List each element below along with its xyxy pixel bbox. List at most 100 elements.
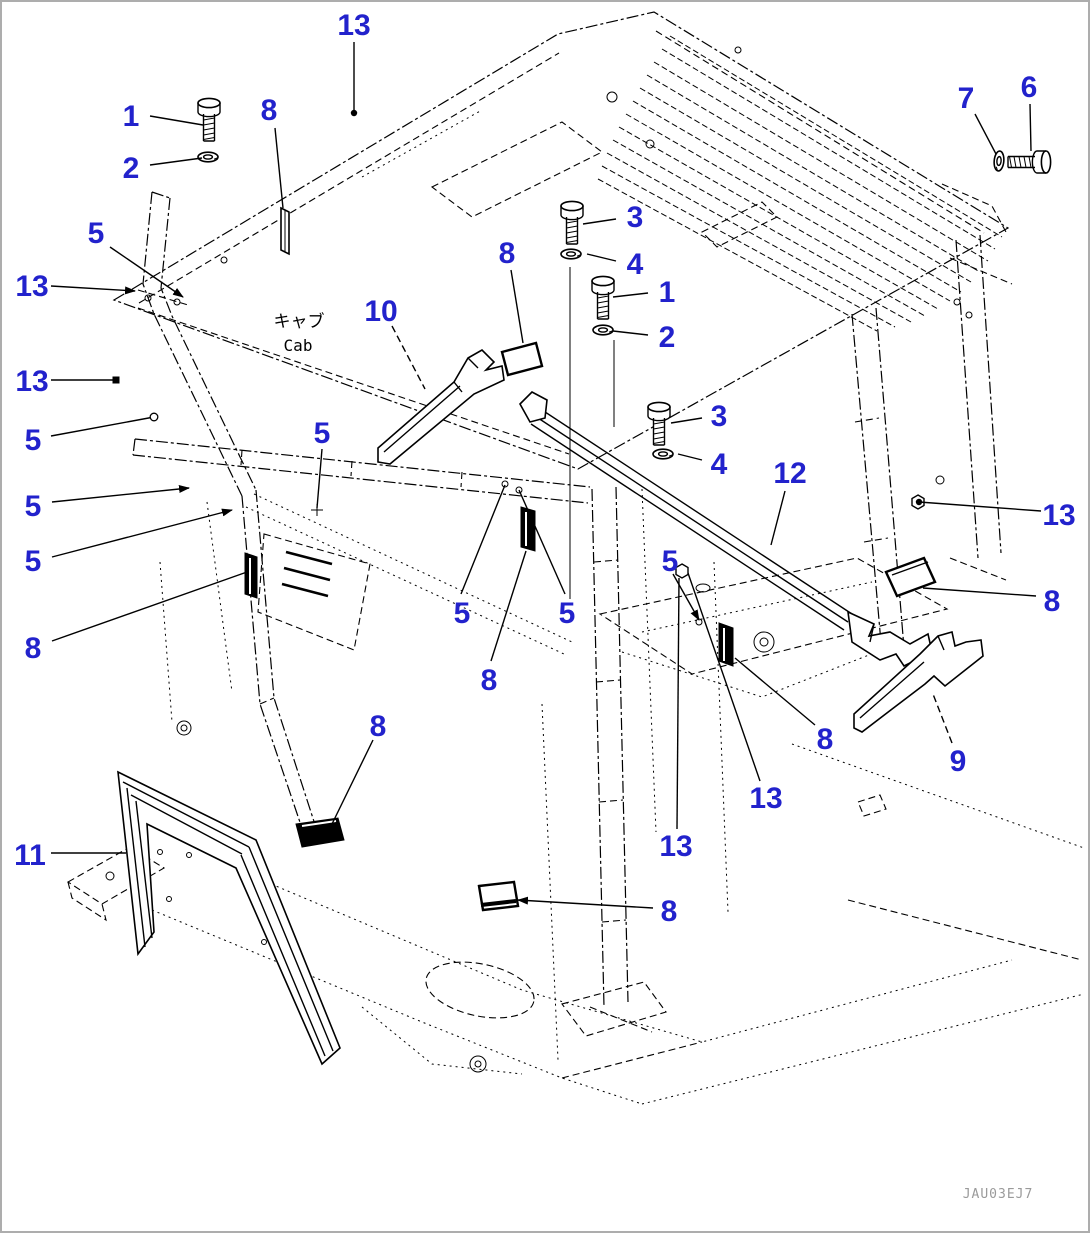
callout-5-label-26: 5 [454, 597, 471, 630]
callout-5-label-13: 5 [314, 417, 331, 450]
callout-8-leader-3 [274, 127, 284, 209]
callout-8-label-10: 8 [25, 632, 42, 665]
callout-4-label-20: 4 [711, 448, 728, 481]
callout-5-leader-7 [50, 412, 159, 437]
pad-bottom [477, 880, 520, 912]
callout-8-leader-10 [51, 571, 248, 642]
part-10-bracket [377, 349, 505, 465]
callout-8-label-35: 8 [370, 710, 387, 743]
callout-1-leader-1 [149, 115, 204, 126]
callout-8-leader-28 [490, 550, 527, 662]
callout-8-label-3: 8 [261, 94, 278, 127]
leader-lines [50, 42, 1042, 909]
callout-4-label-16: 4 [627, 248, 644, 281]
callout-10-label-12: 10 [364, 295, 397, 328]
bolt-item3-upper [560, 200, 584, 245]
callout-13-label-33: 13 [659, 830, 692, 863]
callout-8-label-14: 8 [499, 237, 516, 270]
pad-top-left [280, 206, 290, 256]
callout-9-leader-31 [932, 693, 953, 744]
callout-6-label-23: 6 [1021, 71, 1038, 104]
floor-frame [66, 743, 1085, 1105]
cab-title-en: Cab [284, 336, 313, 355]
callout-1-label-1: 1 [123, 100, 140, 133]
callout-8-label-28: 8 [481, 664, 498, 697]
cab-title-jp: キャブ [274, 311, 325, 332]
callout-5-label-8: 5 [25, 490, 42, 523]
callout-8-leader-25 [922, 587, 1037, 597]
pad-centre [520, 506, 536, 552]
callout-8-label-30: 8 [817, 723, 834, 756]
callout-2-leader-18 [612, 330, 649, 336]
callout-5-label-9: 5 [25, 545, 42, 578]
callout-11-label-11: 11 [14, 839, 46, 872]
pad-centre-right [718, 622, 734, 667]
callout-5-leader-29 [672, 573, 700, 621]
pad-upper-mid [500, 341, 544, 377]
callout-5-label-7: 5 [25, 424, 42, 457]
part-11-guard [117, 770, 341, 1066]
callout-5-leader-26 [460, 484, 506, 595]
callout-10-leader-12 [391, 325, 426, 390]
callout-5-label-4: 5 [88, 217, 105, 250]
callout-3-leader-15 [582, 218, 617, 225]
callout-5-leader-8 [51, 485, 190, 503]
callout-12-label-21: 12 [773, 457, 806, 490]
washer-item4-upper [560, 248, 582, 260]
callout-13-label-24: 13 [1042, 499, 1075, 532]
pad-lower-left [295, 817, 345, 848]
washer-item7 [992, 149, 1006, 173]
part-9-wedge [853, 630, 984, 733]
pad-right [884, 556, 937, 598]
callout-5-leader-4 [109, 246, 184, 298]
callout-8-label-25: 8 [1044, 585, 1061, 618]
callout-7-label-22: 7 [958, 82, 975, 115]
washer-item2-mid [592, 324, 614, 336]
bolt-item1-left [197, 97, 221, 142]
callout-3-label-15: 3 [627, 201, 644, 234]
callout-2-label-2: 2 [123, 152, 140, 185]
bolt-item6 [1007, 150, 1052, 174]
callout-4-leader-20 [677, 453, 703, 461]
callout-6-leader-23 [1029, 103, 1032, 152]
callout-13-leader-5 [50, 285, 136, 295]
bolt-item3-lower [647, 401, 671, 446]
callout-13-leader-32 [687, 572, 761, 782]
callout-13-label-0: 13 [337, 9, 370, 42]
callout-9-label-31: 9 [950, 745, 967, 778]
callout-4-leader-16 [586, 253, 617, 262]
callout-7-leader-22 [974, 113, 997, 155]
callout-13-leader-33 [676, 577, 680, 830]
part-12-strip [519, 391, 933, 668]
callout-8-leader-30 [734, 657, 816, 726]
callout-13-leader-24 [915, 498, 1042, 512]
drawing-code-watermark: JAU03EJ7 [963, 1187, 1034, 1202]
roof-panel [112, 11, 1013, 470]
callout-13-label-5: 13 [15, 270, 48, 303]
callout-13-label-6: 13 [15, 365, 48, 398]
callout-1-leader-17 [612, 292, 649, 298]
callout-8-leader-34 [517, 896, 654, 909]
callout-8-label-34: 8 [661, 895, 678, 928]
callout-2-leader-2 [149, 157, 203, 166]
callout-5-leader-9 [51, 508, 233, 558]
callout-5-label-27: 5 [559, 597, 576, 630]
callout-8-leader-35 [331, 739, 374, 825]
callout-8-leader-14 [510, 269, 524, 344]
callout-5-label-29: 5 [662, 545, 679, 578]
callout-2-label-18: 2 [659, 321, 676, 354]
callout-5-leader-27 [518, 489, 566, 595]
washer-item4-lower [652, 448, 674, 460]
callout-1-label-17: 1 [659, 276, 676, 309]
roof-rib-hatch [597, 35, 1003, 332]
pad-mid-left [244, 552, 258, 599]
callout-13-label-32: 13 [749, 782, 782, 815]
callout-5-leader-13 [316, 448, 323, 509]
bolt-item1-mid [591, 275, 615, 320]
fasteners [197, 97, 1052, 460]
callout-3-label-19: 3 [711, 400, 728, 433]
callout-12-leader-21 [770, 490, 786, 546]
